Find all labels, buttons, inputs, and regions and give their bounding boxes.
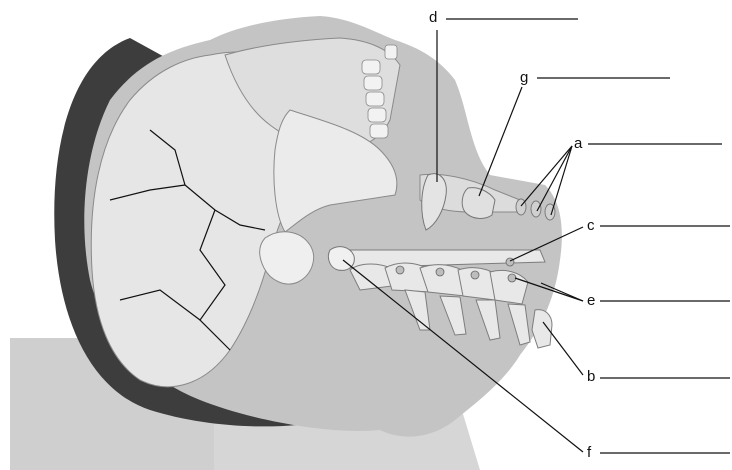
leader-line-a3 (551, 146, 572, 215)
label-c: c (587, 217, 595, 234)
label-b: b (587, 368, 595, 385)
label-e: e (587, 292, 595, 309)
label-f: f (587, 444, 592, 461)
leader-line-b (543, 322, 583, 375)
atlas-vertebra (328, 247, 354, 271)
label-g: g (520, 69, 528, 86)
label-d: d (429, 9, 437, 26)
label-a: a (574, 135, 583, 152)
